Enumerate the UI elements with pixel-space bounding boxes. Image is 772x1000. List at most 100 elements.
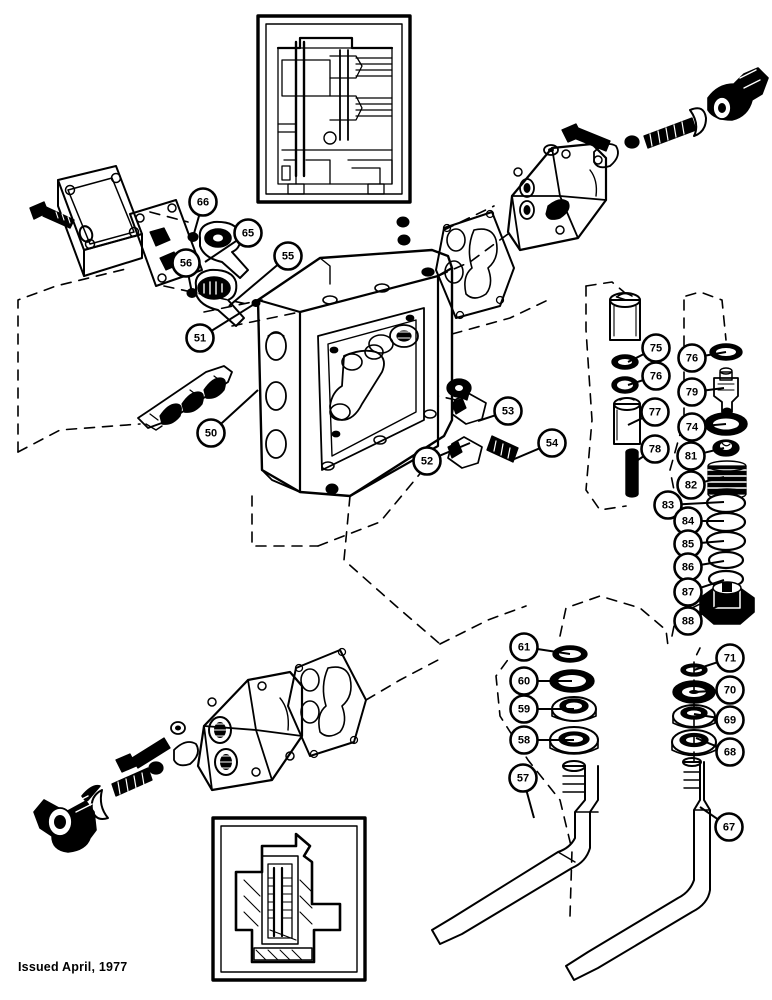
part-bottom-ball [148, 761, 164, 775]
callout-leader [703, 476, 725, 483]
callout-bubble[interactable] [185, 323, 215, 353]
callout-bubble[interactable] [641, 361, 671, 391]
callout-bubble[interactable] [196, 418, 226, 448]
callout-52[interactable]: 52 [412, 442, 471, 476]
part-control-lever-rod-left [431, 760, 599, 945]
part-top-washer [543, 144, 559, 156]
callout-76[interactable]: 76 [677, 343, 727, 373]
callout-bubble[interactable] [273, 241, 303, 271]
callout-leader [439, 442, 471, 457]
callout-68[interactable]: 68 [695, 737, 745, 767]
callout-67[interactable]: 67 [699, 806, 744, 842]
callout-bubble[interactable] [188, 187, 218, 217]
callout-number: 54 [546, 438, 559, 450]
callout-53[interactable]: 53 [477, 396, 523, 426]
callout-bubble[interactable] [537, 428, 567, 458]
callout-bubble[interactable] [509, 632, 539, 662]
callout-bubble[interactable] [677, 377, 707, 407]
callout-bubble[interactable] [508, 763, 538, 793]
part-hydraulic-fitting-top [707, 67, 769, 121]
callout-number: 53 [502, 406, 514, 418]
callout-84[interactable]: 84 [673, 506, 725, 536]
callout-number: 77 [649, 407, 661, 419]
part-control-lever-rod-right [565, 757, 711, 981]
callout-71[interactable]: 71 [693, 643, 745, 673]
callout-55[interactable]: 55 [228, 241, 303, 307]
callout-50[interactable]: 50 [196, 389, 259, 448]
callout-leader [693, 689, 717, 693]
callout-83[interactable]: 83 [653, 490, 725, 520]
inset-bottom-section-view [211, 816, 367, 982]
callout-88[interactable]: 88 [673, 603, 723, 636]
callout-bubble[interactable] [677, 412, 707, 442]
callout-bubble[interactable] [640, 434, 670, 464]
callout-82[interactable]: 82 [676, 470, 725, 500]
callout-86[interactable]: 86 [673, 552, 725, 582]
part-bottom-washer [170, 721, 186, 735]
callout-bubble[interactable] [233, 218, 263, 248]
callout-77[interactable]: 77 [627, 397, 670, 427]
callout-bubble[interactable] [714, 812, 744, 842]
callout-78[interactable]: 78 [629, 434, 670, 466]
callout-bubble[interactable] [715, 675, 745, 705]
callout-leader [477, 414, 496, 422]
callout-bubble[interactable] [509, 725, 539, 755]
part-bottom-cover-gasket [287, 647, 367, 759]
callout-58[interactable]: 58 [509, 725, 575, 755]
callout-number: 86 [682, 562, 694, 574]
callout-66[interactable]: 66 [188, 187, 218, 238]
callout-65[interactable]: 65 [204, 218, 263, 263]
callout-bubble[interactable] [640, 397, 670, 427]
callout-number: 83 [662, 500, 674, 512]
callout-60[interactable]: 60 [509, 666, 573, 696]
part-bottom-spring [111, 767, 153, 797]
callout-leader [705, 351, 727, 357]
callout-51[interactable]: 51 [185, 302, 257, 353]
callout-bubble[interactable] [677, 343, 707, 373]
callout-bubble[interactable] [715, 737, 745, 767]
callout-leader [627, 379, 644, 386]
callout-leader [705, 387, 725, 392]
callout-76[interactable]: 76 [627, 361, 671, 391]
callout-bubble[interactable] [653, 490, 683, 520]
part-setscrew-54a [486, 435, 519, 463]
callout-bubble[interactable] [493, 396, 523, 426]
callout-70[interactable]: 70 [693, 675, 745, 705]
callout-bubble[interactable] [676, 441, 706, 471]
callout-61[interactable]: 61 [509, 632, 571, 662]
callout-number: 65 [242, 228, 254, 240]
part-bottom-end-cover [196, 670, 304, 792]
part-top-detent-plug [593, 143, 619, 169]
callout-number: 60 [518, 676, 530, 688]
callout-59[interactable]: 59 [509, 694, 575, 724]
callout-bubble[interactable] [509, 694, 539, 724]
callout-number: 68 [724, 747, 736, 759]
callout-85[interactable]: 85 [673, 529, 725, 559]
callout-number: 75 [650, 343, 662, 355]
callout-number: 50 [205, 428, 217, 440]
callout-bubble[interactable] [676, 470, 706, 500]
callout-bubble[interactable] [412, 446, 442, 476]
callout-leader [681, 501, 725, 506]
callout-bubble[interactable] [715, 643, 745, 673]
callout-number: 82 [685, 480, 697, 492]
callout-56[interactable]: 56 [171, 248, 201, 294]
callout-57[interactable]: 57 [508, 763, 538, 819]
callout-leader [693, 713, 717, 719]
part-nut-88 [699, 581, 755, 625]
part-left-cover-bolt [29, 201, 75, 229]
part-spool-lever-lower [194, 268, 245, 327]
callout-74[interactable]: 74 [677, 412, 727, 442]
callout-69[interactable]: 69 [693, 705, 745, 735]
callout-bubble[interactable] [171, 248, 201, 278]
callout-81[interactable]: 81 [676, 441, 725, 471]
callout-bubble[interactable] [673, 577, 703, 607]
callout-75[interactable]: 75 [627, 333, 671, 363]
callout-54[interactable]: 54 [511, 428, 567, 461]
callout-bubble[interactable] [715, 705, 745, 735]
inset-top-section-view [256, 14, 412, 204]
callout-79[interactable]: 79 [677, 377, 725, 407]
callout-bubble[interactable] [673, 606, 703, 636]
callout-87[interactable]: 87 [673, 577, 725, 607]
